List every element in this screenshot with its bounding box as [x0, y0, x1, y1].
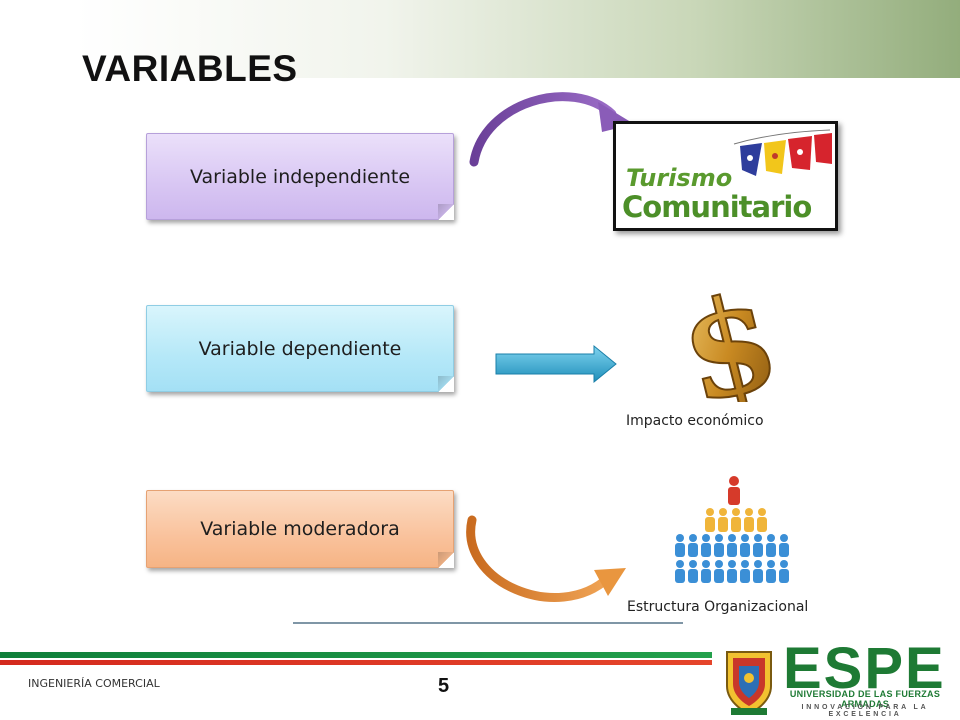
straight-arrow-blue-icon	[495, 344, 617, 384]
variable-dependiente-box[interactable]: Variable dependiente	[146, 305, 454, 392]
curved-arrow-purple-icon	[469, 92, 634, 167]
curved-arrow-orange-icon	[466, 515, 626, 602]
header-band	[75, 0, 960, 78]
page-curl-icon	[438, 376, 454, 392]
organizational-pyramid-icon	[675, 476, 789, 583]
divider-line	[293, 622, 683, 624]
variable-independiente-box[interactable]: Variable independiente	[146, 133, 454, 220]
espe-logo-text: ESPE	[783, 636, 946, 701]
variable-moderadora-box[interactable]: Variable moderadora	[146, 490, 454, 568]
svg-text:$: $	[666, 290, 793, 402]
footer-label: INGENIERÍA COMERCIAL	[28, 677, 160, 690]
turismo-comunitario-logo: Turismo Comunitario	[613, 121, 838, 231]
page-curl-icon	[438, 552, 454, 568]
logo-text-comunitario: Comunitario	[622, 190, 812, 224]
variable-dependiente-label: Variable dependiente	[198, 337, 402, 360]
slide-title: VARIABLES	[82, 48, 298, 89]
university-motto: INNOVACIÓN PARA LA EXCELENCIA	[801, 704, 929, 718]
festival-flags-icon	[733, 129, 832, 176]
university-crest-icon	[726, 651, 772, 716]
page-curl-icon	[438, 204, 454, 220]
dollar-sign-icon: $	[665, 290, 794, 402]
footer-stripes	[0, 652, 712, 665]
impacto-economico-caption: Impacto económico	[626, 413, 764, 429]
university-name: UNIVERSIDAD DE LAS FUERZAS ARMADAS	[789, 689, 941, 709]
variable-independiente-label: Variable independiente	[189, 165, 411, 188]
page-number: 5	[438, 675, 450, 697]
estructura-organizacional-caption: Estructura Organizacional	[627, 599, 809, 615]
variable-moderadora-label: Variable moderadora	[200, 518, 400, 540]
logo-text-turismo: Turismo	[626, 164, 733, 192]
